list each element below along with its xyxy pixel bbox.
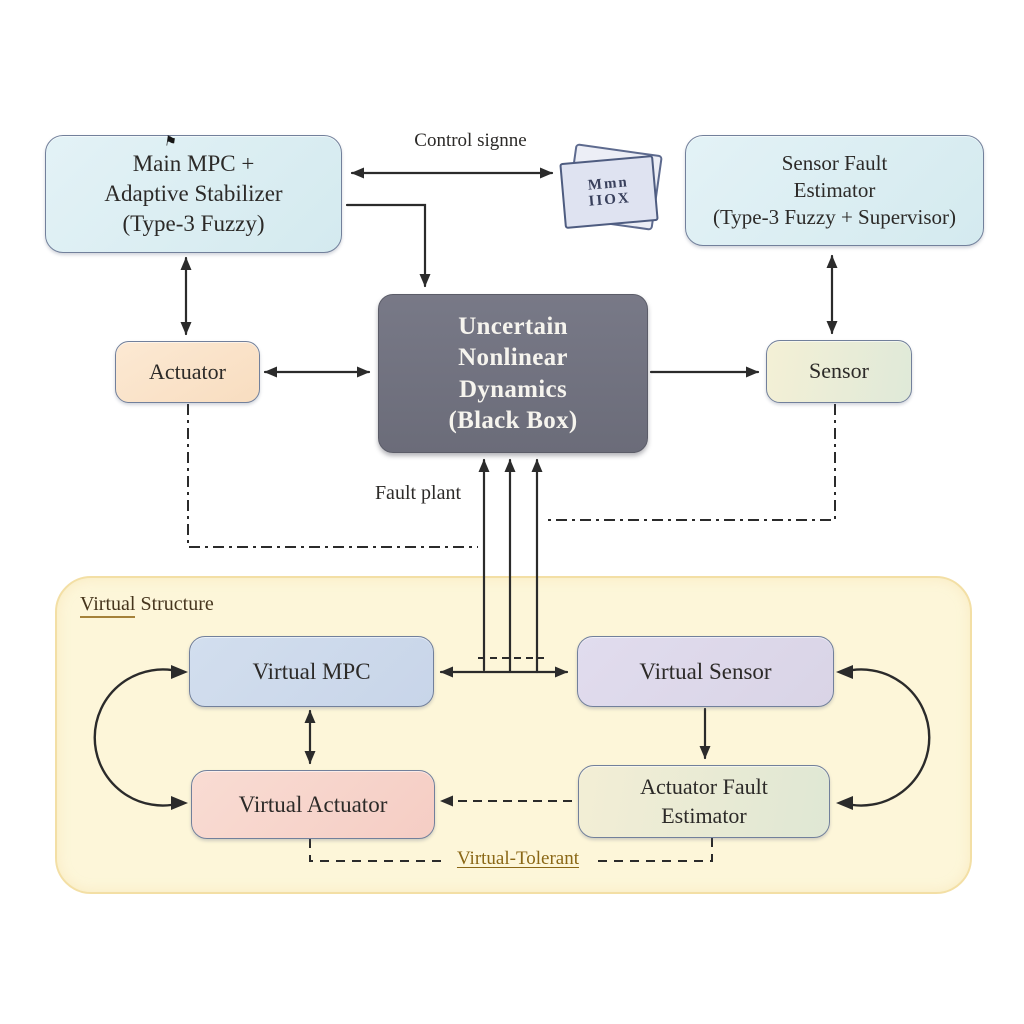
fault-plant-label: Fault plant [374,482,462,504]
document-icon-text-line: IIOX [587,190,632,210]
node-label-line: Adaptive Stabilizer [104,181,283,207]
node-main-mpc: Main MPC + Adaptive Stabilizer (Type-3 F… [45,135,342,253]
node-virtual-sensor: Virtual Sensor [577,636,834,707]
node-label-line: Nonlinear [458,344,568,371]
virtual-structure-label: Virtual Structure [80,593,214,618]
virtual-structure-container [55,576,972,894]
node-label-line: (Type-3 Fuzzy + Supervisor) [712,205,957,230]
node-sensor-fault-estimator: Sensor Fault Estimator (Type-3 Fuzzy + S… [685,135,984,246]
control-signal-label: Control signne [414,130,527,151]
node-actuator-fault-estimator: Actuator Fault Estimator [578,765,830,838]
node-label-line: Sensor Fault [781,150,888,175]
flag-artifact-icon: ⚑ [163,134,178,151]
document-front-sheet-icon: Mmn IIOX [559,155,659,229]
virtual-structure-label-rest: Structure [140,593,214,615]
node-label-line: Sensor [809,358,869,384]
document-papers-icon: Mmn IIOX [556,143,672,241]
node-label-line: Uncertain [458,312,568,340]
node-label-line: (Type-3 Fuzzy) [122,210,265,236]
node-actuator: Actuator [115,341,260,403]
virtual-tolerant-label: Virtual-Tolerant [456,848,580,869]
node-label-line: Actuator Fault [640,774,768,800]
node-label-line: Main MPC + [132,151,255,177]
node-label-line: Estimator [661,802,747,828]
node-virtual-actuator: Virtual Actuator [191,770,435,839]
node-label-line: Virtual Actuator [238,791,388,817]
node-label-line: Actuator [149,358,226,384]
arrow-mpc-to-plant [345,203,431,288]
node-label-line: (Black Box) [448,407,578,434]
node-virtual-mpc: Virtual MPC [189,636,434,707]
node-label-line: Virtual Sensor [639,658,772,684]
node-label-line: Dynamics [459,375,567,403]
node-sensor: Sensor [766,340,912,403]
node-label-line: Estimator [793,177,876,202]
node-label-line: Virtual MPC [252,658,371,684]
virtual-structure-label-underlined: Virtual [80,593,136,618]
node-plant-black-box: Uncertain Nonlinear Dynamics (Black Box) [378,294,648,453]
